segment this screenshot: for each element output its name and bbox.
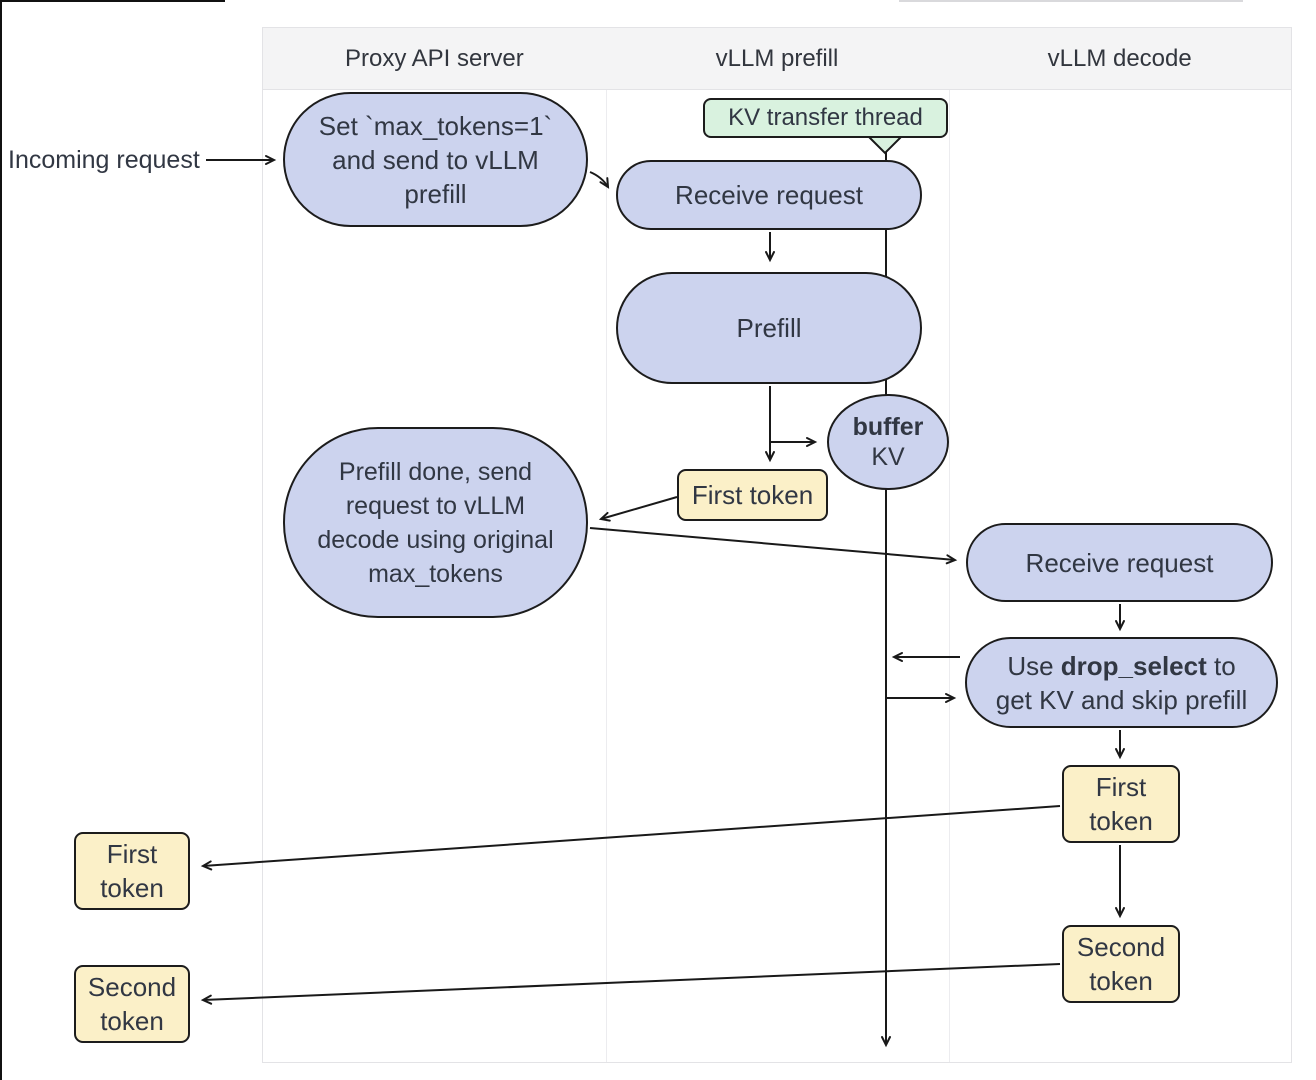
tail-kv-callout (867, 135, 903, 155)
node-first-token-prefill: First token (677, 469, 828, 521)
node-drop-select: Use drop_select to get KV and skip prefi… (965, 637, 1278, 728)
receive-request-prefill-text: Receive request (675, 180, 863, 210)
column-header-prefill: vLLM prefill (715, 44, 839, 72)
top-right-border-line (899, 0, 1243, 2)
first-token-out-text: First token (100, 839, 164, 903)
arrow-firsttoken-to-out (200, 805, 1061, 871)
kv-transfer-thread-callout: KV transfer thread (703, 98, 948, 138)
node-first-token-out: First token (74, 832, 190, 910)
left-border-line (0, 0, 2, 1080)
incoming-request-label: Incoming request (8, 146, 200, 174)
second-token-decode-text: Second token (1076, 932, 1166, 996)
node-prefill-done: Prefill done, send request to vLLM decod… (283, 427, 588, 618)
drop-select-bold: drop_select (1060, 650, 1207, 681)
drop-select-text: Use drop_select to get KV and skip prefi… (993, 649, 1251, 717)
receive-request-decode-text: Receive request (1025, 547, 1214, 578)
prefill-done-text: Prefill done, send request to vLLM decod… (317, 457, 554, 588)
node-buffer-kv: buffer KV (827, 394, 949, 490)
arrow-firsttoken-to-prefilldone (598, 496, 678, 522)
first-token-prefill-text: First token (691, 480, 814, 510)
buffer-kv-bold: buffer (852, 413, 924, 441)
swimlane-panel: Proxy API server vLLM prefill vLLM decod… (262, 27, 1292, 1063)
drop-select-prefix: Use (1007, 650, 1061, 681)
drop-select-suffix: to get KV and skip prefill (995, 650, 1248, 715)
node-second-token-out: Second token (74, 965, 190, 1043)
node-set-max-tokens: Set `max_tokens=1` and send to vLLM pref… (283, 92, 588, 227)
column-header-decode: vLLM decode (1047, 44, 1192, 72)
column-divider (606, 28, 607, 1062)
buffer-kv-rest: KV (871, 443, 905, 471)
node-set-max-tokens-text: Set `max_tokens=1` and send to vLLM pref… (318, 110, 553, 209)
arrow-setmax-to-receive (589, 171, 610, 189)
node-receive-request-decode: Receive request (966, 523, 1273, 602)
column-divider (949, 28, 950, 1062)
node-prefill: Prefill (616, 272, 922, 384)
prefill-text: Prefill (736, 313, 802, 343)
top-left-border-line (0, 0, 225, 2)
buffer-kv-text: buffer KV (853, 412, 924, 472)
kv-transfer-thread-text: KV transfer thread (728, 104, 923, 131)
node-second-token-decode: Second token (1062, 925, 1180, 1003)
node-receive-request-prefill: Receive request (616, 160, 922, 230)
arrow-secondtoken-to-out (200, 963, 1061, 1005)
arrow-prefilldone-to-receivedecode (589, 527, 958, 565)
second-token-out-text: Second token (87, 972, 177, 1036)
column-header-proxy: Proxy API server (344, 44, 524, 72)
swimlane-header: Proxy API server vLLM prefill vLLM decod… (263, 28, 1291, 90)
first-token-decode-text: First token (1089, 772, 1153, 836)
node-first-token-decode: First token (1062, 765, 1180, 843)
